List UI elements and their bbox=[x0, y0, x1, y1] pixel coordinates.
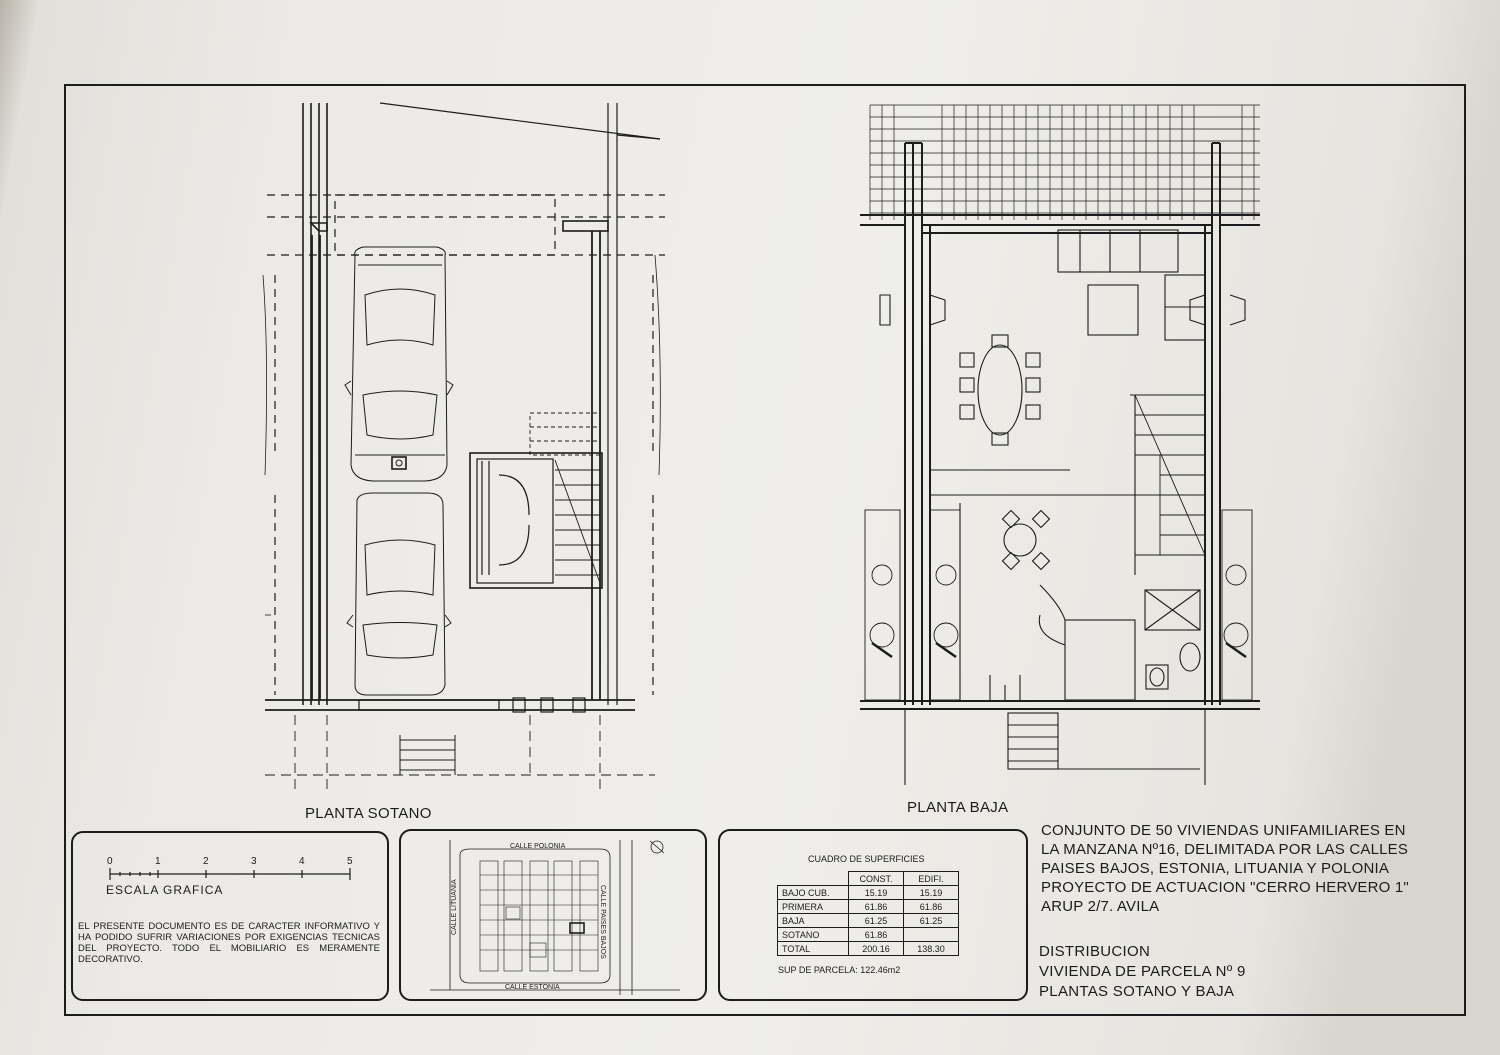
table-header-row: CONST. EDIFI. bbox=[778, 871, 959, 886]
cell-const: 61.86 bbox=[848, 899, 904, 914]
project-title-block: CONJUNTO DE 50 VIVIENDAS UNIFAMILIARES E… bbox=[1041, 821, 1471, 916]
basement-plan-title: PLANTA SOTANO bbox=[305, 805, 432, 822]
drawing-subtitle-block: DISTRIBUCION VIVIENDA DE PARCELA Nº 9 PL… bbox=[1039, 942, 1246, 1002]
project-title-line: PAISES BAJOS, ESTONIA, LITUANIA Y POLONI… bbox=[1041, 860, 1390, 877]
location-map-box bbox=[399, 829, 707, 1001]
scale-tick-3: 3 bbox=[251, 856, 257, 867]
scale-label: ESCALA GRAFICA bbox=[106, 883, 224, 897]
project-title-line: CONJUNTO DE 50 VIVIENDAS UNIFAMILIARES E… bbox=[1041, 822, 1406, 839]
table-row: SOTANO 61.86 bbox=[777, 927, 959, 942]
cell-edifi: 61.86 bbox=[903, 899, 959, 914]
drawing-frame bbox=[64, 84, 1466, 1016]
scale-tick-0: 0 bbox=[107, 856, 113, 867]
ground-plan-title: PLANTA BAJA bbox=[907, 799, 1009, 816]
table-row: PRIMERA 61.86 61.86 bbox=[777, 899, 959, 914]
street-label-estonia: CALLE ESTONIA bbox=[505, 984, 560, 991]
cell-const: 61.86 bbox=[848, 927, 904, 942]
scale-tick-5: 5 bbox=[347, 856, 353, 867]
surfaces-box bbox=[718, 829, 1028, 1001]
surfaces-table: CONST. EDIFI. BAJO CUB. 15.19 15.19 PRIM… bbox=[777, 871, 959, 956]
location-map: CALLE POLONIA CALLE ESTONIA CALLE LITUAN… bbox=[430, 840, 680, 995]
cell-const: 15.19 bbox=[848, 885, 904, 900]
street-label-lituania: CALLE LITUANIA bbox=[451, 879, 458, 935]
disclaimer-text: EL PRESENTE DOCUMENTO ES DE CARACTER INF… bbox=[78, 921, 380, 965]
cell-const: 200.16 bbox=[848, 941, 904, 956]
table-row: BAJA 61.25 61.25 bbox=[777, 913, 959, 928]
table-row-total: TOTAL 200.16 138.30 bbox=[777, 941, 959, 956]
basement-floor-plan bbox=[262, 102, 665, 795]
row-label: PRIMERA bbox=[777, 899, 849, 914]
cell-edifi bbox=[903, 927, 959, 942]
project-title-line: LA MANZANA Nº16, DELIMITADA POR LAS CALL… bbox=[1041, 841, 1409, 858]
scale-legend-box bbox=[71, 831, 389, 1001]
col-header-const: CONST. bbox=[848, 871, 904, 886]
subtitle-line: PLANTAS SOTANO Y BAJA bbox=[1039, 983, 1235, 1000]
cell-edifi: 61.25 bbox=[903, 913, 959, 928]
surfaces-title: CUADRO DE SUPERFICIES bbox=[808, 854, 925, 864]
row-label: BAJA bbox=[777, 913, 849, 928]
cell-const: 61.25 bbox=[848, 913, 904, 928]
project-title-line: PROYECTO DE ACTUACION "CERRO HERVERO 1" bbox=[1041, 879, 1409, 896]
street-label-polonia: CALLE POLONIA bbox=[510, 843, 566, 850]
scale-tick-1: 1 bbox=[155, 856, 161, 867]
table-row: BAJO CUB. 15.19 15.19 bbox=[777, 885, 959, 900]
graphic-scale-bar: 0 1 2 3 4 5 bbox=[107, 856, 353, 880]
scale-tick-4: 4 bbox=[299, 856, 305, 867]
row-label: TOTAL bbox=[777, 941, 849, 956]
row-label: SOTANO bbox=[777, 927, 849, 942]
row-label: BAJO CUB. bbox=[777, 885, 849, 900]
parcel-area: SUP DE PARCELA: 122.46m2 bbox=[778, 965, 901, 975]
ground-floor-plan bbox=[860, 104, 1260, 785]
cell-edifi: 15.19 bbox=[903, 885, 959, 900]
cell-edifi: 138.30 bbox=[903, 941, 959, 956]
street-label-paises-bajos: CALLE PAISES BAJOS bbox=[599, 885, 606, 959]
col-header-edifi: EDIFI. bbox=[903, 871, 959, 886]
subtitle-line: VIVIENDA DE PARCELA Nº 9 bbox=[1039, 963, 1246, 980]
scale-tick-2: 2 bbox=[203, 856, 209, 867]
subtitle-line: DISTRIBUCION bbox=[1039, 943, 1151, 960]
project-title-line: ARUP 2/7. AVILA bbox=[1041, 898, 1160, 915]
